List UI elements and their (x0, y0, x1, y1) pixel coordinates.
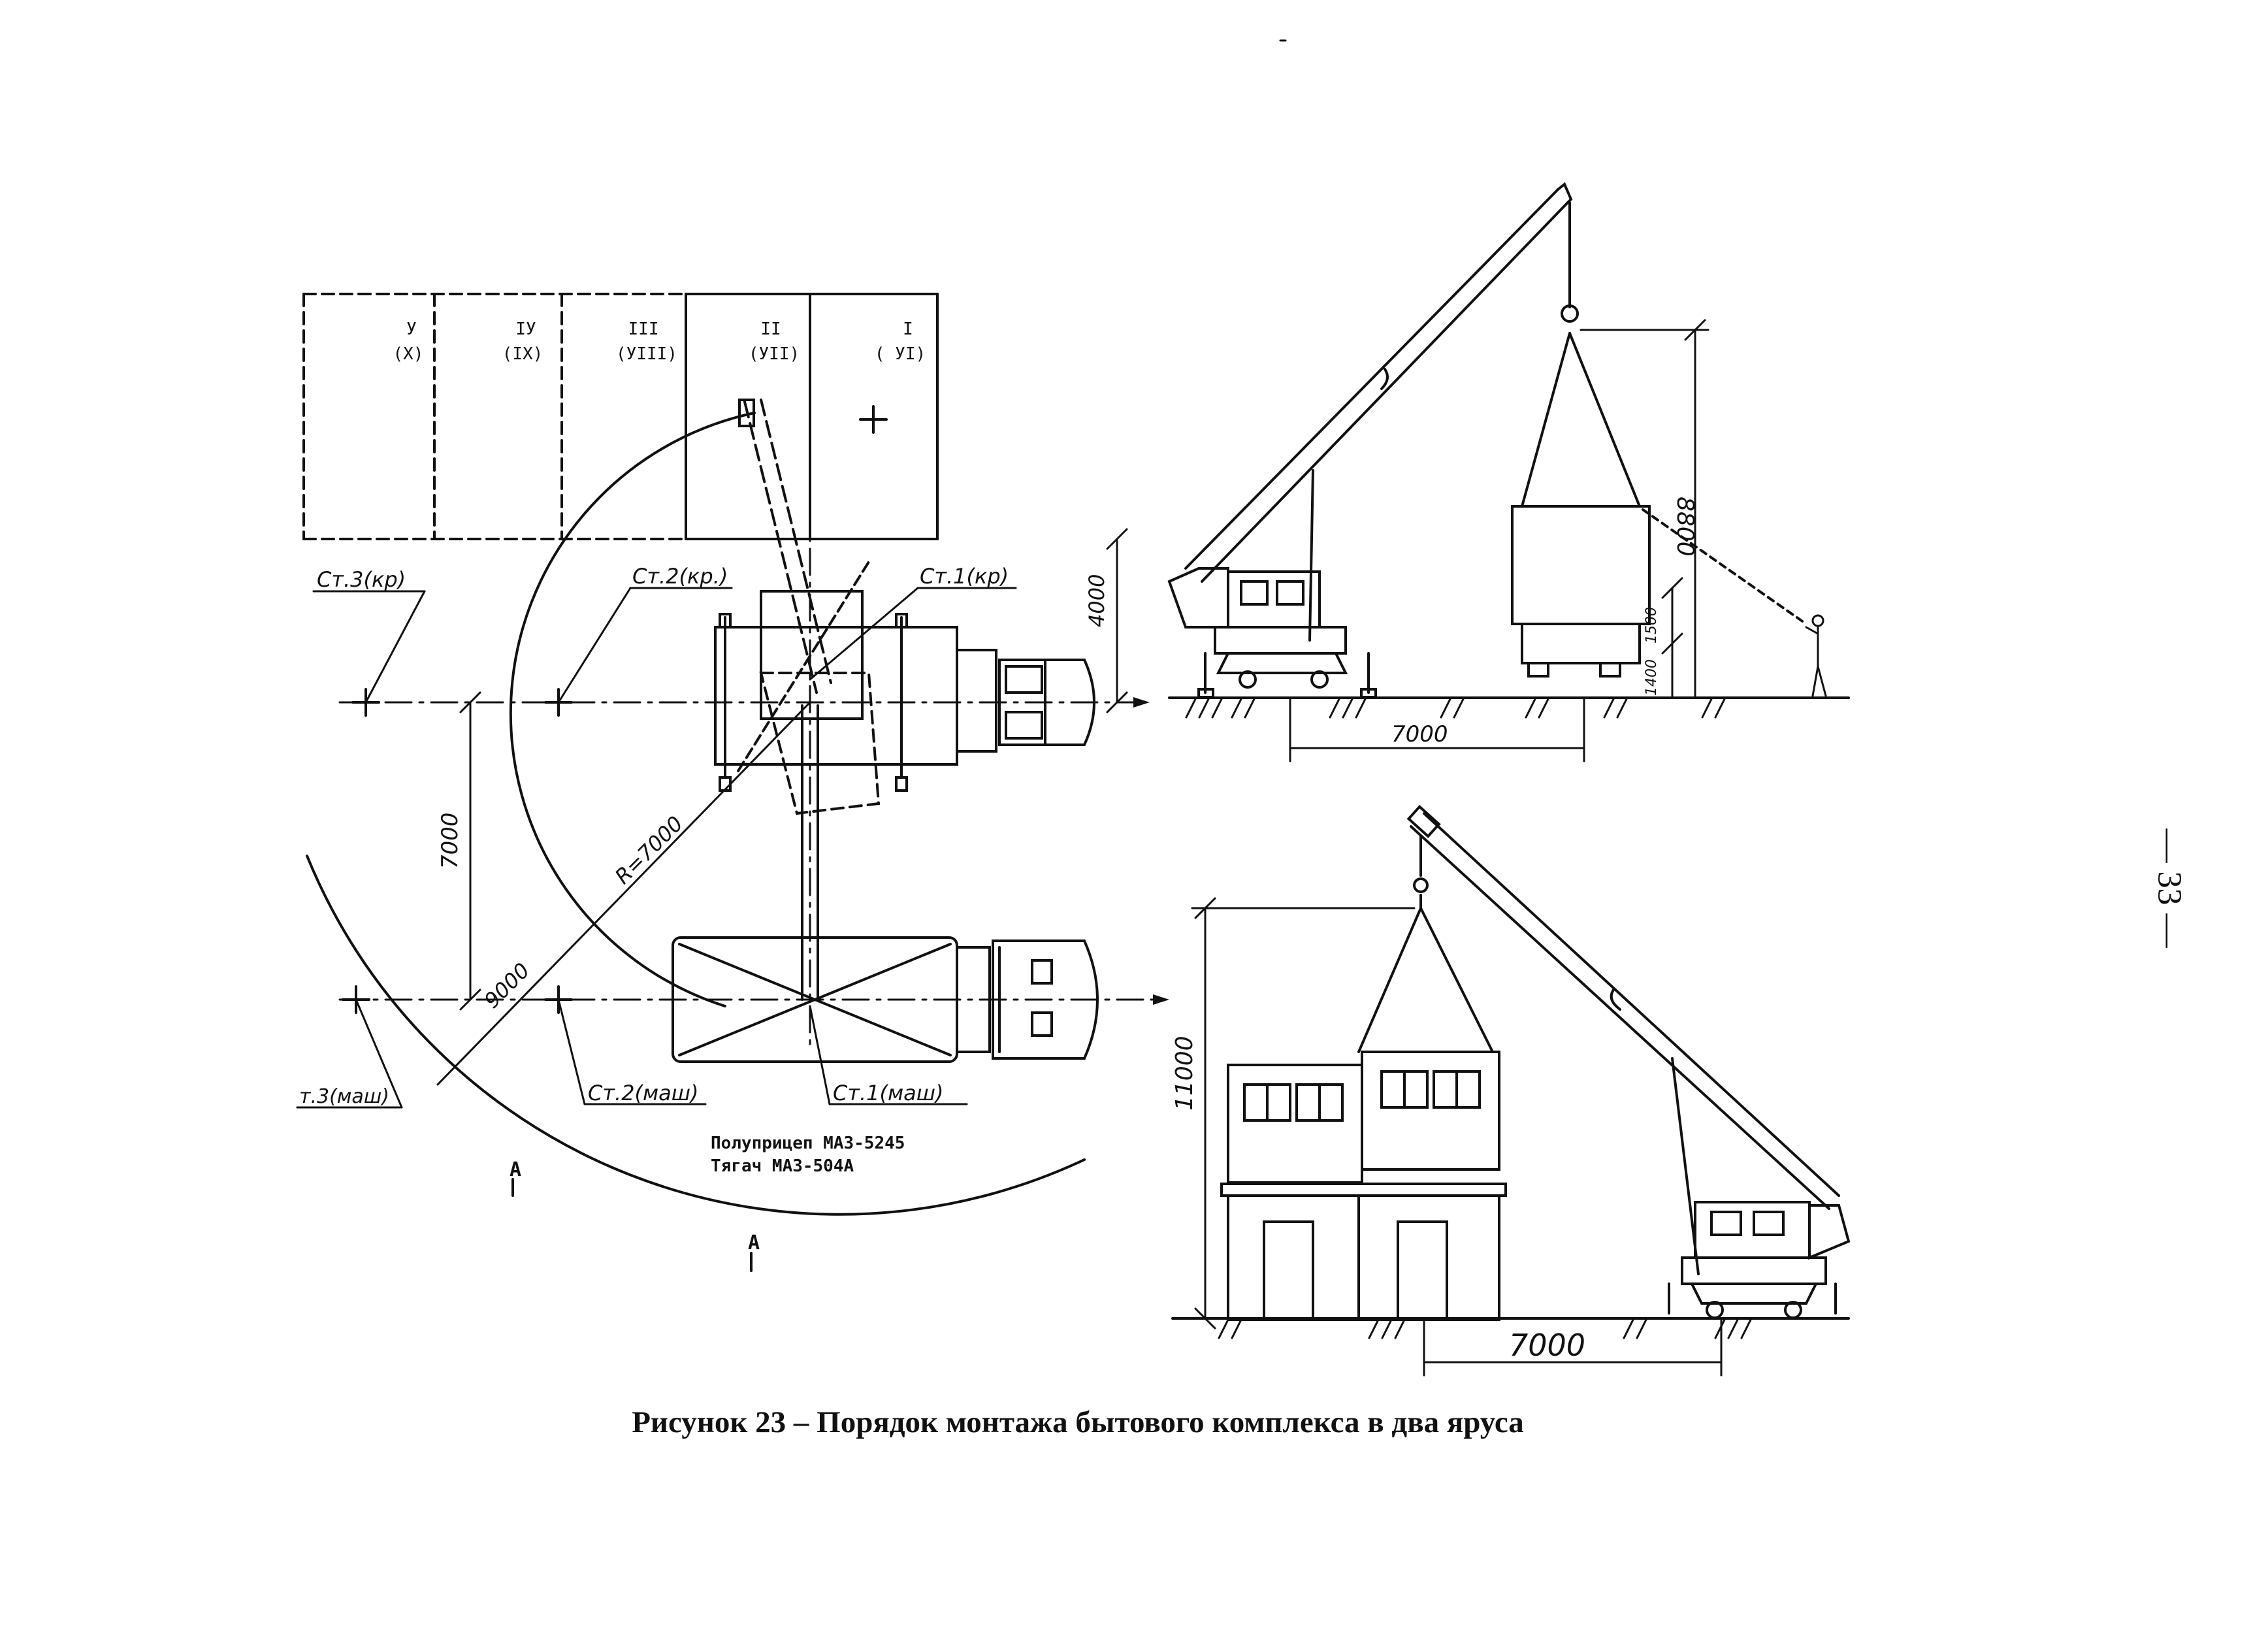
tractor-upper (956, 649, 1095, 753)
crane-top (1167, 567, 1377, 698)
figure-caption: Рисунок 23 – Порядок монтажа бытового ко… (632, 1405, 1524, 1439)
bay-label-alt: (IХ) (502, 344, 543, 364)
worker-figure (1805, 614, 1827, 697)
ground-hatching (1218, 1318, 1752, 1339)
dim-top-label: 4000 (1084, 574, 1109, 627)
ground-hatching (1185, 698, 1726, 719)
trailer-lower (672, 936, 1099, 1063)
building-upper-left (1227, 1064, 1363, 1184)
radius-outer-label: 9000 (479, 958, 534, 1013)
dim-vertical (459, 691, 481, 1011)
bay-label-alt: (УII) (749, 344, 800, 364)
axis-lines (338, 365, 1154, 1047)
leader-lines (296, 587, 1017, 1109)
hook-and-load-top (1511, 201, 1807, 678)
boom-top (1184, 182, 1573, 642)
station-label-st3-crane: Ст.3(кр) (317, 567, 406, 592)
bay-labels: У (Х) IУ (IХ) III (УIII) II (УII) I ( УI… (393, 319, 926, 364)
bay-label: IУ (515, 319, 536, 339)
section-marks: А А (510, 1158, 760, 1254)
bay-label: У (406, 319, 417, 339)
page-number: — 33 — (2150, 828, 2188, 948)
swing-arc-outer (306, 855, 1086, 1216)
dim-reach-bottom (1423, 1318, 1723, 1377)
dim-small (1661, 577, 1683, 699)
section-mark: А (510, 1158, 521, 1181)
boom-plan (738, 399, 832, 1001)
boom-bottom (1406, 804, 1840, 1275)
dim-reach-top-label: 7000 (1391, 721, 1448, 747)
dim-reach-bottom-label: 7000 (1509, 1328, 1585, 1363)
dim-small-label-1: 1400 (1644, 659, 1660, 696)
slings-bottom (1357, 877, 1494, 1053)
station-markers (342, 405, 888, 1014)
bay-label-alt: (Х) (393, 344, 424, 364)
crane-bottom (1668, 1201, 1851, 1319)
vehicle-note: Полуприцеп МАЗ-5245 Тягач МАЗ-504А (711, 1134, 905, 1176)
station-label-st2-crane: Ст.2(кр.) (632, 564, 728, 589)
building-lower-left (1227, 1194, 1360, 1321)
station-label-st2-truck: Ст.2(маш) (588, 1081, 699, 1105)
dim-building-height-label: 11000 (1171, 1036, 1198, 1111)
station-label-st1-crane: Ст.1(кр) (920, 564, 1009, 589)
dim-lift-height (1580, 319, 1709, 699)
dim-building-height (1191, 897, 1416, 1330)
dim-lift-height-label: 8800 (1672, 497, 1698, 557)
vehicle-note-line2: Тягач МАЗ-504А (711, 1156, 854, 1176)
station-label-st3-truck: т.3(маш) (299, 1085, 389, 1108)
station-labels: Ст.3(кр) Ст.2(кр.) Ст.1(кр) т.3(маш) Ст.… (299, 564, 1009, 1108)
vehicle-note-line1: Полуприцеп МАЗ-5245 (711, 1134, 905, 1153)
dim-reach-top (1289, 698, 1585, 762)
swing-arc-inner (509, 412, 756, 1007)
dim-vertical-label: 7000 (437, 812, 463, 869)
bay-grid (302, 293, 939, 540)
bay-label: I (903, 319, 913, 339)
bay-label-alt: (УIII) (616, 344, 677, 364)
building-upper-right-load (1361, 1051, 1500, 1171)
bay-label-alt: ( УI) (875, 344, 926, 364)
axis-arrow (1153, 994, 1169, 1005)
building-slab (1220, 1183, 1507, 1197)
crane-plan (714, 561, 958, 815)
radius-line (436, 701, 811, 1086)
elevation-bottom: 11000 7000 (1171, 804, 1851, 1377)
dim-top (1106, 528, 1128, 713)
bay-label: II (760, 319, 781, 339)
axis-arrow (1133, 697, 1150, 708)
building-lower-right (1357, 1194, 1500, 1321)
radius-label: R=7000 (610, 811, 688, 889)
station-label-st1-truck: Ст.1(маш) (833, 1081, 944, 1105)
plan-view: У (Х) IУ (IХ) III (УIII) II (УII) I ( УI… (296, 293, 1169, 1272)
section-mark: А (748, 1232, 760, 1254)
dim-small-label-2: 1500 (1644, 607, 1660, 644)
elevation-top: 8800 1400 1500 7000 (1167, 182, 1850, 762)
bay-label: III (628, 319, 659, 339)
